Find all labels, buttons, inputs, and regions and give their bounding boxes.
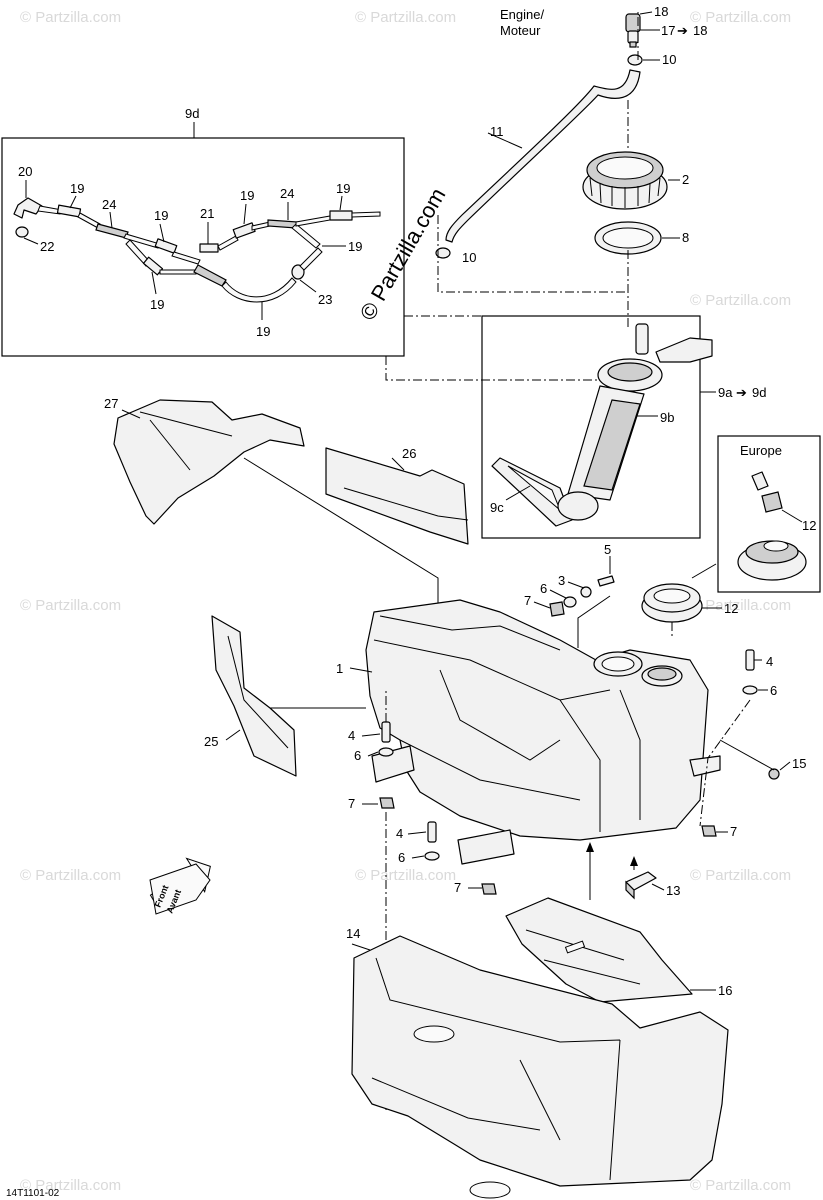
callout-19d: 19 — [336, 181, 350, 196]
callout-9d: 9d — [185, 106, 199, 121]
callout-9d2: 9d — [752, 385, 766, 400]
callout-19g: 19 — [256, 324, 270, 339]
callout-9a: 9a — [718, 385, 733, 400]
watermarks: © Partzilla.com © Partzilla.com © Partzi… — [20, 9, 791, 1194]
watermark: © Partzilla.com — [690, 292, 791, 309]
engine-label: Engine/ — [500, 7, 544, 22]
callout-12b: 12 — [724, 601, 738, 616]
watermark: © Partzilla.com — [20, 597, 121, 614]
callout-19c: 19 — [240, 188, 254, 203]
callout-6b: 6 — [354, 748, 361, 763]
callout-10b: 10 — [462, 250, 476, 265]
watermark: © Partzilla.com — [20, 9, 121, 26]
callout-19e: 19 — [348, 239, 362, 254]
callout-4c: 4 — [396, 826, 403, 841]
callout-6c: 6 — [770, 683, 777, 698]
callout-18b: 18 — [693, 23, 707, 38]
heat-shield-26 — [325, 447, 469, 545]
callout-11: 11 — [490, 124, 504, 139]
fuel-pump-module — [491, 323, 713, 527]
callout-19f: 19 — [150, 297, 164, 312]
skid-plate-14 — [351, 935, 729, 1187]
watermark: © Partzilla.com — [355, 9, 456, 26]
callout-20: 20 — [18, 164, 32, 179]
callout-6d: 6 — [398, 850, 405, 865]
europe-cap-part — [737, 471, 807, 581]
clamp-10-bottom — [435, 247, 451, 259]
callout-2: 2 — [682, 172, 689, 187]
fuel-pump-frame — [481, 315, 701, 539]
evap-hose-kit-frame — [1, 137, 405, 357]
callout-7c: 7 — [730, 824, 737, 839]
heat-shield-27 — [113, 399, 305, 525]
watermark: © Partzilla.com — [690, 9, 791, 26]
watermark: © Partzilla.com — [20, 1177, 121, 1194]
callout-23: 23 — [318, 292, 332, 307]
callout-24b: 24 — [280, 186, 294, 201]
watermark: © Partzilla.com — [20, 867, 121, 884]
watermark: © Partzilla.com — [690, 867, 791, 884]
fuel-cap-part — [641, 583, 703, 623]
callout-6a: 6 — [540, 581, 547, 596]
quick-connector-part — [625, 13, 641, 48]
callout-25: 25 — [204, 734, 218, 749]
callout-10a: 10 — [662, 52, 676, 67]
callout-17: 17 — [661, 23, 675, 38]
callout-8: 8 — [682, 230, 689, 245]
callout-7a: 7 — [524, 593, 531, 608]
watermark: © Partzilla.com — [355, 867, 456, 884]
watermark: © Partzilla.com — [690, 597, 791, 614]
clamp-10-top — [627, 54, 643, 66]
lock-ring-part — [582, 151, 668, 210]
tank-mount-tab-front — [457, 829, 515, 865]
callout-21: 21 — [200, 206, 214, 221]
drawing-code: 14T1101-02 — [6, 1188, 60, 1199]
callout-15: 15 — [792, 756, 806, 771]
callout-18: 18 — [654, 4, 668, 19]
callout-5: 5 — [604, 542, 611, 557]
callout-16: 16 — [718, 983, 732, 998]
fuel-tank-1 — [365, 599, 709, 841]
callout-1: 1 — [336, 661, 343, 676]
insulation-pad-16 — [505, 897, 693, 1003]
callout-4b: 4 — [766, 654, 773, 669]
callout-24a: 24 — [102, 197, 116, 212]
mount-hardware-top — [549, 575, 615, 617]
mount-hardware-left — [378, 721, 395, 809]
arrow-glyph: ➔ — [736, 385, 747, 400]
callout-27: 27 — [104, 396, 118, 411]
evap-hose-network — [13, 197, 381, 303]
callout-7d: 7 — [454, 880, 461, 895]
callout-22: 22 — [40, 239, 54, 254]
mount-hardware-right — [701, 649, 780, 837]
heat-shield-25 — [211, 615, 297, 777]
callout-12a: 12 — [802, 518, 816, 533]
gasket-part — [594, 221, 662, 255]
fuel-hose-11 — [445, 69, 641, 243]
mount-hardware-bottom — [424, 821, 497, 895]
tank-mount-tab-right — [689, 755, 721, 777]
arrow-glyph: ➔ — [677, 23, 688, 38]
europe-label: Europe — [740, 443, 782, 458]
callout-3: 3 — [558, 573, 565, 588]
callout-19a: 19 — [70, 181, 84, 196]
moteur-label: Moteur — [500, 23, 541, 38]
callout-9b: 9b — [660, 410, 674, 425]
front-direction-arrow: Front Avant — [149, 857, 211, 915]
callout-19b: 19 — [154, 208, 168, 223]
callout-9c: 9c — [490, 500, 504, 515]
callout-26: 26 — [402, 446, 416, 461]
watermark: © Partzilla.com — [690, 1177, 791, 1194]
callout-13: 13 — [666, 883, 680, 898]
europe-cap-frame — [717, 435, 821, 593]
rubber-block-13 — [625, 871, 657, 900]
callout-7b: 7 — [348, 796, 355, 811]
callout-14: 14 — [346, 926, 360, 941]
callout-4a: 4 — [348, 728, 355, 743]
